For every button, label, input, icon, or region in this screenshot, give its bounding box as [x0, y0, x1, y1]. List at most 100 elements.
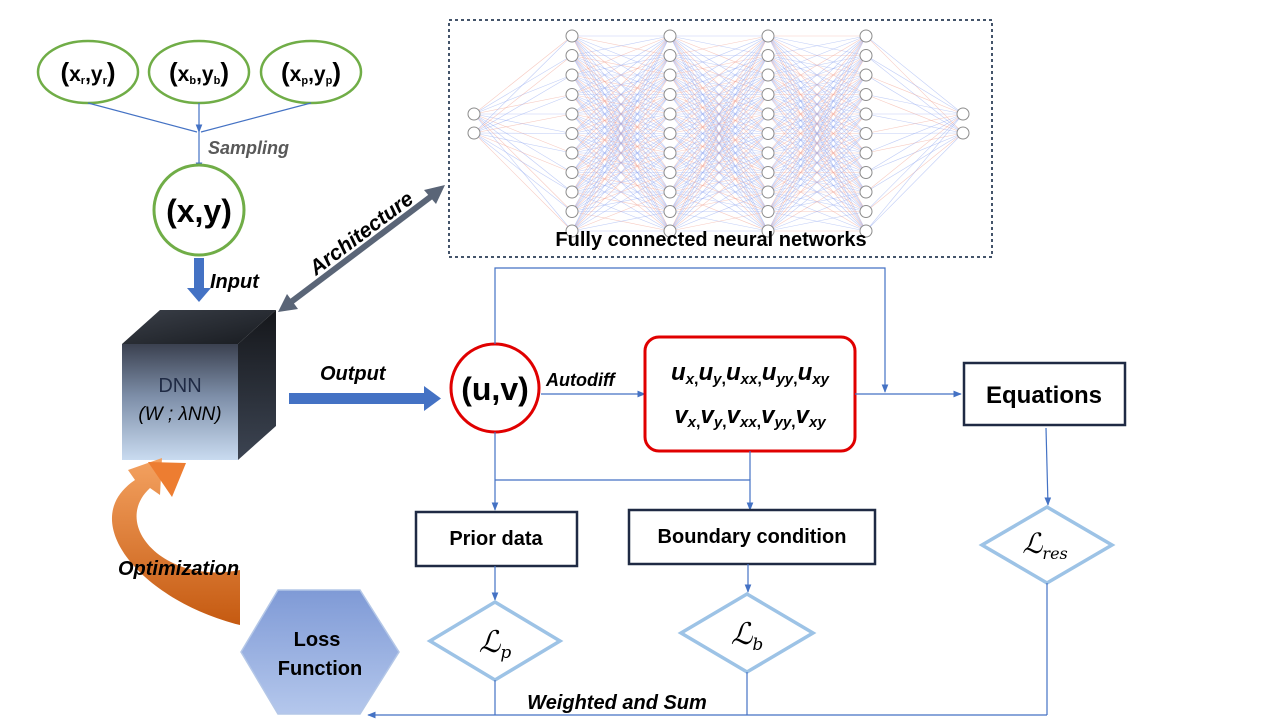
network-edge — [669, 35, 769, 173]
network-edge — [767, 35, 867, 232]
network-neuron — [663, 68, 677, 82]
network-caption: Fully connected neural networks — [555, 229, 866, 251]
network-edge — [865, 113, 964, 232]
network-edge — [669, 35, 769, 134]
network-edge — [669, 35, 769, 115]
network-neuron — [761, 68, 775, 82]
network-neuron — [663, 107, 677, 121]
network-neuron — [467, 107, 481, 121]
network-edge — [473, 132, 573, 193]
network-edge — [571, 35, 671, 212]
boundary-condition-box: Boundary condition — [627, 508, 877, 566]
network-neuron — [663, 49, 677, 62]
network-neuron — [761, 185, 775, 199]
network-neuron — [565, 146, 579, 160]
network-edge — [473, 132, 573, 154]
input-label: Input — [210, 271, 260, 293]
network-neuron — [663, 224, 677, 238]
loss-p-diamond: ℒp — [426, 599, 564, 683]
network-edge — [571, 35, 671, 232]
network-edge — [767, 35, 867, 95]
network-edge — [865, 35, 964, 115]
network-edge — [473, 132, 573, 232]
input-arrow — [187, 258, 211, 302]
loss-b-diamond: ℒb — [677, 591, 817, 675]
network-edge — [669, 35, 769, 95]
network-neuron — [565, 107, 579, 121]
network-edge — [669, 172, 769, 232]
network-edge — [865, 113, 964, 134]
network-neuron — [859, 224, 873, 238]
optimization-arrow — [111, 458, 240, 625]
architecture-label: Architecture — [304, 187, 418, 281]
network-edge — [767, 35, 867, 134]
network-neuron — [761, 29, 775, 43]
network-edge — [571, 152, 671, 232]
network-edge — [767, 74, 867, 232]
output-label: Output — [320, 363, 387, 385]
network-neuron — [663, 166, 677, 179]
network-edge — [865, 113, 964, 212]
output-arrow — [289, 386, 441, 411]
svg-text:ℒres: ℒres — [1022, 527, 1068, 563]
svg-text:(xr,yr): (xr,yr) — [60, 57, 115, 87]
network-edge — [767, 35, 867, 115]
network-neuron — [761, 166, 775, 179]
network-neuron — [565, 88, 579, 101]
network-edge — [767, 35, 867, 212]
network-edge — [571, 35, 671, 56]
network-neuron — [663, 29, 677, 43]
network-edge — [767, 172, 867, 232]
loss-function-hexagon: Loss Function — [240, 589, 400, 715]
network-neuron — [859, 68, 873, 82]
network-edge — [669, 35, 769, 76]
optimization-arrowhead — [148, 462, 186, 497]
optimization-label: Optimization — [118, 558, 239, 580]
network-edge — [865, 113, 964, 154]
input-residual-points: (xr,yr) — [36, 39, 140, 105]
network-edge — [767, 35, 867, 173]
network-edge — [669, 55, 769, 232]
network-neuron — [565, 29, 579, 43]
network-edge — [473, 113, 573, 134]
network-neuron — [467, 126, 481, 140]
network-neuron — [859, 205, 873, 218]
network-edges — [473, 35, 964, 232]
network-neuron — [859, 185, 873, 199]
svg-text:(xb,yb): (xb,yb) — [169, 57, 229, 87]
sampling-connectors — [87, 102, 312, 171]
uv-node: (u,v) — [449, 342, 541, 434]
network-neuron — [859, 146, 873, 160]
network-edge — [865, 132, 964, 232]
network-neuron — [663, 146, 677, 160]
network-edge — [669, 113, 769, 232]
loss-res-diamond: ℒres — [978, 504, 1116, 586]
network-neuron — [565, 185, 579, 199]
network-neuron — [565, 49, 579, 62]
dnn-label: DNN — [158, 375, 201, 397]
network-edge — [767, 94, 867, 232]
network-neuron — [761, 127, 775, 140]
architecture-arrow — [278, 185, 445, 312]
xy-node-label: (x,y) — [166, 193, 232, 229]
network-edge — [571, 172, 671, 232]
svg-text:ℒb: ℒb — [731, 617, 764, 655]
svg-text:ℒp: ℒp — [479, 625, 512, 663]
network-edge — [473, 94, 573, 134]
network-neuron — [565, 127, 579, 140]
network-edge — [669, 152, 769, 232]
network-edge — [865, 113, 964, 173]
network-edge — [865, 94, 964, 115]
loss-function-line1: Loss — [294, 629, 341, 651]
network-neuron — [761, 49, 775, 62]
derivatives-v-row: vx,vy,vxx,vyy,vxy — [674, 402, 826, 431]
network-edge — [571, 35, 671, 115]
network-edge — [767, 35, 867, 56]
prior-data-box: Prior data — [414, 510, 579, 568]
network-edge — [571, 133, 671, 232]
network-neuron — [859, 127, 873, 140]
network-nodes — [467, 29, 970, 238]
uv-branch-connectors — [491, 432, 754, 511]
derivatives-u-row: ux,uy,uxx,uyy,uxy — [671, 359, 830, 388]
